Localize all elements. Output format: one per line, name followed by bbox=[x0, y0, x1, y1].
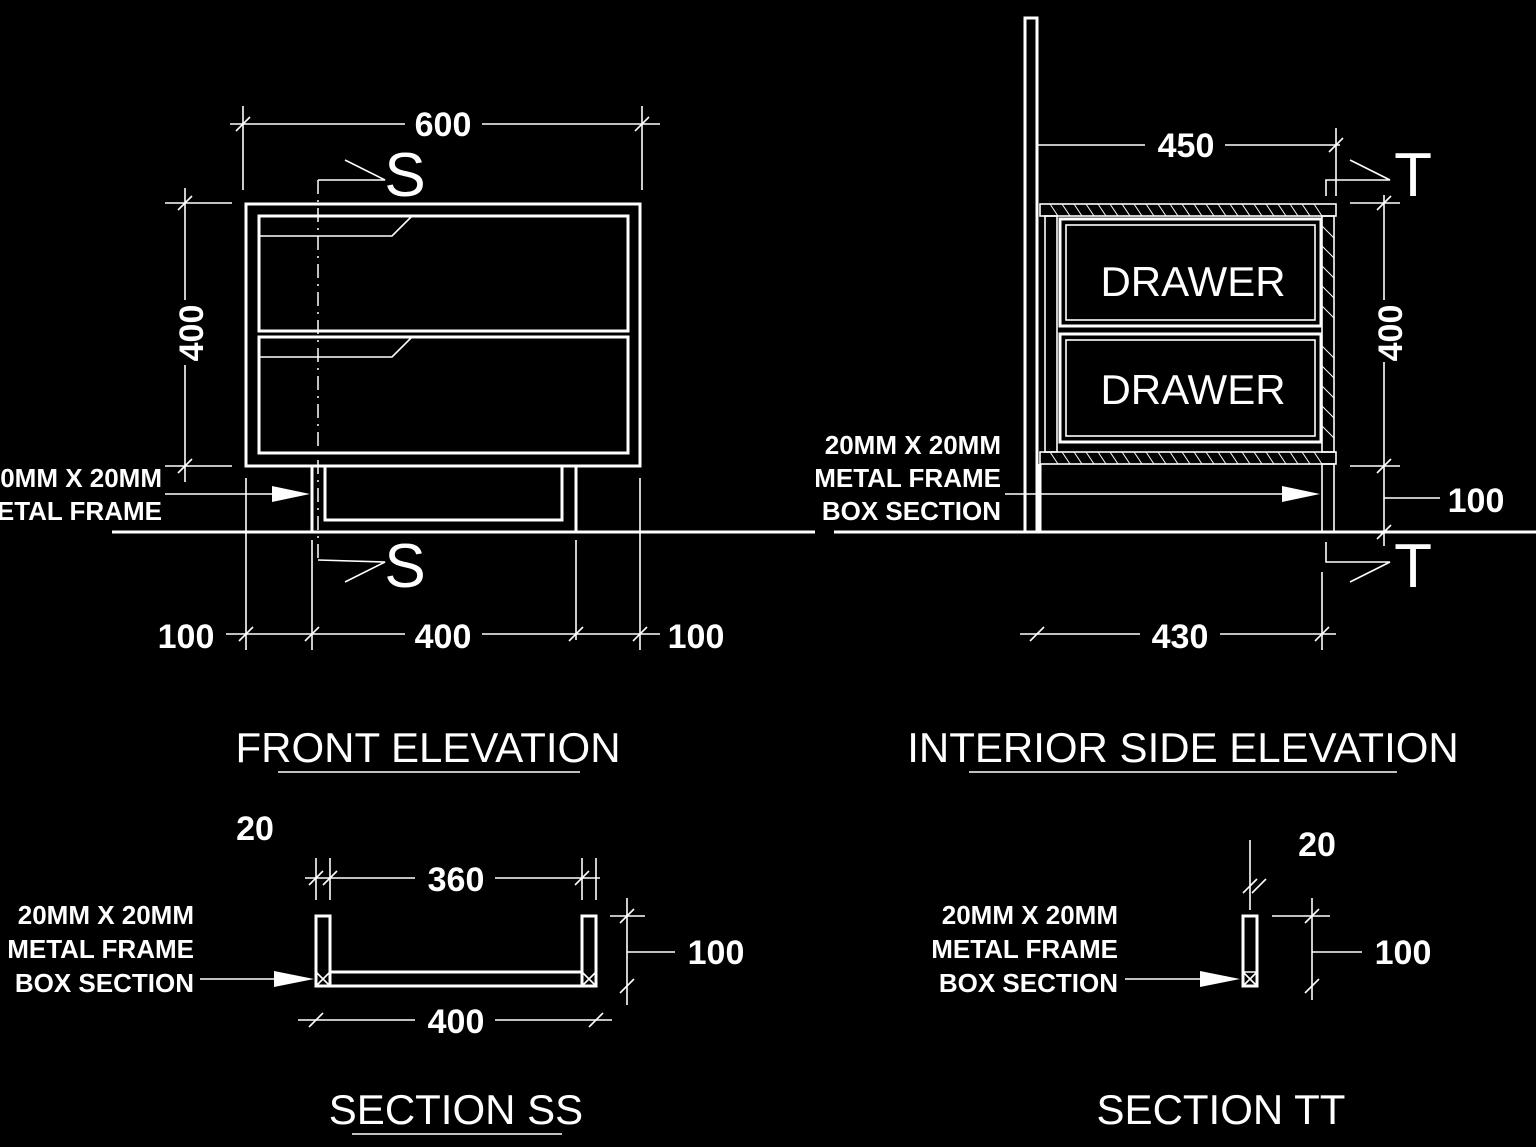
front-elevation: 600 400 100 400 100 S S 20MM X 20MM META… bbox=[0, 106, 815, 773]
tt-frame-note-3: BOX SECTION bbox=[939, 968, 1118, 998]
bottom-slab bbox=[1039, 451, 1337, 465]
upper-drawer-handle bbox=[259, 215, 413, 237]
ss-frame-note-3: BOX SECTION bbox=[15, 968, 194, 998]
drawer-bottom bbox=[1058, 332, 1323, 444]
upper-drawer-front bbox=[257, 214, 630, 333]
dim-430: 430 bbox=[1152, 618, 1209, 656]
cabinet-outline bbox=[244, 202, 642, 468]
lower-drawer-handle bbox=[259, 336, 413, 358]
lower-drawer-front bbox=[257, 335, 630, 455]
frame-arrow-ss bbox=[274, 971, 314, 987]
ss-right-post bbox=[580, 914, 598, 988]
tt-frame-note-2: METAL FRAME bbox=[931, 934, 1118, 964]
section-mark-s-bottom: S bbox=[384, 532, 425, 601]
title-front-elevation: FRONT ELEVATION bbox=[235, 724, 620, 771]
section-mark-s-top: S bbox=[384, 141, 425, 210]
tt-dim-100: 100 bbox=[1375, 934, 1432, 972]
dim-side-height: 400 bbox=[1372, 305, 1410, 362]
section-arrow-s-bottom bbox=[317, 559, 386, 583]
title-section-ss: SECTION SS bbox=[329, 1086, 583, 1133]
frame-arrow-tt bbox=[1200, 971, 1240, 987]
section-tt: 20 100 20MM X 20MM METAL FRAME BOX SECTI… bbox=[931, 826, 1431, 1133]
ss-dim-100: 100 bbox=[688, 934, 745, 972]
ss-dim-400: 400 bbox=[428, 1003, 485, 1041]
interior-side-elevation: DRAWER DRAWER 450 400 100 430 T T 20MM X… bbox=[814, 16, 1536, 773]
dim-front-height: 400 bbox=[173, 305, 211, 362]
ss-dim-thickness: 20 bbox=[236, 810, 274, 848]
section-ss: 20 360 400 100 20MM X 20MM METAL FRAME B… bbox=[7, 810, 745, 1135]
section-arrow-t-bottom bbox=[1325, 542, 1391, 583]
drawer-top bbox=[1058, 217, 1323, 328]
drawer-bottom-label: DRAWER bbox=[1100, 366, 1285, 413]
side-frame-note-3: BOX SECTION bbox=[822, 496, 1001, 526]
frame-arrow-side bbox=[1282, 486, 1320, 502]
section-arrow-t-top bbox=[1325, 159, 1391, 196]
ss-frame-note-2: METAL FRAME bbox=[7, 934, 194, 964]
title-side-elevation: INTERIOR SIDE ELEVATION bbox=[907, 724, 1459, 771]
tt-frame-note-1: 20MM X 20MM bbox=[942, 900, 1118, 930]
side-frame-note-2: METAL FRAME bbox=[814, 463, 1001, 493]
dim-450: 450 bbox=[1158, 127, 1215, 165]
ss-dim-360: 360 bbox=[428, 861, 485, 899]
section-mark-t-top: T bbox=[1394, 141, 1432, 210]
tt-post bbox=[1241, 914, 1259, 988]
dim-base-right: 100 bbox=[668, 618, 725, 656]
leg-front bbox=[1321, 463, 1335, 533]
title-section-tt: SECTION TT bbox=[1097, 1086, 1346, 1133]
section-arrow-s-top bbox=[318, 159, 386, 181]
frame-arrow-front bbox=[272, 486, 310, 502]
drawer-top-label: DRAWER bbox=[1100, 258, 1285, 305]
dim-leg-height: 100 bbox=[1448, 482, 1505, 520]
side-frame-note-1: 20MM X 20MM bbox=[825, 430, 1001, 460]
tt-dim-thickness: 20 bbox=[1298, 826, 1336, 864]
dim-600: 600 bbox=[415, 106, 472, 144]
section-mark-t-bottom: T bbox=[1394, 532, 1432, 601]
base-frame bbox=[323, 466, 564, 522]
wall bbox=[1023, 16, 1039, 534]
top-slab bbox=[1039, 203, 1337, 217]
dim-base-left: 100 bbox=[158, 618, 215, 656]
ss-frame-note-1: 20MM X 20MM bbox=[18, 900, 194, 930]
ss-left-post bbox=[314, 914, 332, 988]
front-frame-note-1: 20MM X 20MM bbox=[0, 463, 162, 493]
dim-base-mid: 400 bbox=[415, 618, 472, 656]
back-panel bbox=[1044, 215, 1058, 453]
front-frame-note-2: METAL FRAME bbox=[0, 496, 162, 526]
